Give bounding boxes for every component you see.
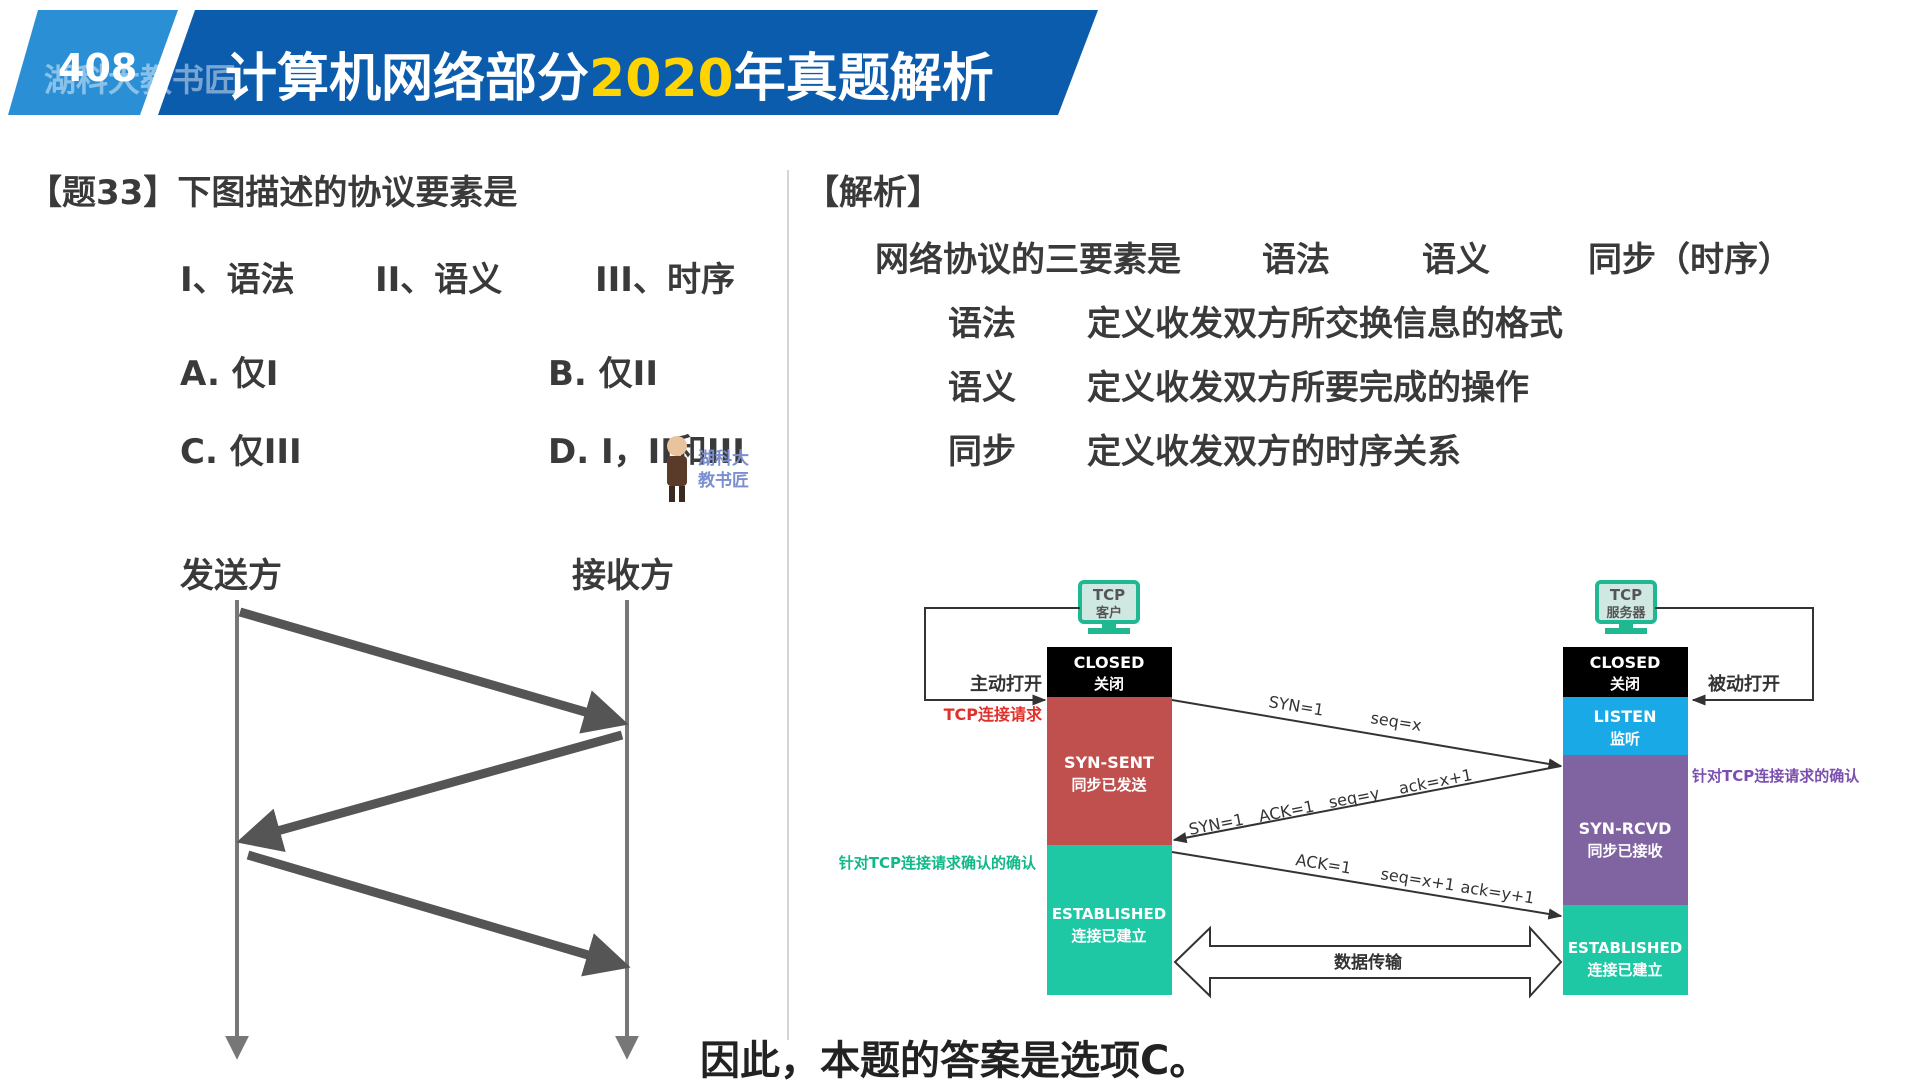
title-part1: 计算机网络部分: [225, 49, 590, 109]
server-established-en: ESTABLISHED: [1568, 939, 1682, 957]
syn-arrow: [1171, 699, 1563, 770]
server-state-established: [1563, 905, 1688, 995]
definition-term-1: 语法: [948, 304, 1016, 344]
client-closed-en: CLOSED: [1074, 653, 1145, 672]
header-watermark: 湖科大教书匠: [44, 61, 237, 99]
analysis-intro: 网络协议的三要素是: [875, 240, 1181, 280]
msg3-seq: seq=x+1: [1379, 864, 1456, 894]
passive-open-label: 被动打开: [1708, 673, 1780, 695]
msg1-syn: SYN=1: [1267, 692, 1325, 719]
question-item-2: II、语义: [375, 260, 503, 300]
client-established-en: ESTABLISHED: [1052, 905, 1166, 923]
server-synrcvd-en: SYN-RCVD: [1579, 819, 1672, 838]
element-semantics: 语义: [1422, 240, 1490, 280]
definition-term-3: 同步: [948, 432, 1016, 472]
mascot-figure: 湖科大 教书匠: [650, 428, 760, 508]
element-timing: 同步（时序）: [1588, 240, 1792, 280]
active-open-loop: [924, 607, 1080, 706]
question-item-3: III、时序: [595, 260, 735, 300]
vertical-divider: [787, 170, 789, 1040]
page-title: 计算机网络部分2020年真题解析: [225, 36, 994, 111]
title-year: 2020: [589, 49, 734, 109]
client-state-closed: [1047, 647, 1172, 697]
client-state-established: [1047, 845, 1172, 995]
option-b: B. 仅II: [548, 354, 658, 394]
active-open-label: 主动打开: [970, 673, 1042, 695]
msg2-ack: ACK=1: [1257, 797, 1316, 826]
server-icon-line2: 服务器: [1606, 605, 1646, 621]
server-state-listen: [1563, 697, 1688, 755]
server-closed-zh: 关闭: [1610, 675, 1640, 693]
client-synsent-en: SYN-SENT: [1064, 753, 1154, 772]
definition-desc-2: 定义收发双方所要完成的操作: [1087, 368, 1529, 408]
sender-label: 发送方: [180, 556, 282, 596]
message-arrow-3: [246, 850, 631, 977]
server-listen-en: LISTEN: [1594, 707, 1657, 726]
msg2-seq: seq=y: [1327, 784, 1381, 812]
syn-ack-arrow: [1172, 765, 1562, 844]
definition-desc-3: 定义收发双方的时序关系: [1087, 432, 1461, 472]
client-icon-line1: TCP: [1093, 586, 1125, 604]
server-icon-line1: TCP: [1610, 586, 1642, 604]
client-computer-icon: TCP 客户: [1078, 580, 1140, 634]
data-transfer-label: 数据传输: [1334, 952, 1403, 973]
receiver-label: 接收方: [572, 556, 674, 596]
question-heading: 【题33】下图描述的协议要素是: [28, 173, 518, 213]
msg3-acknum: ack=y+1: [1459, 877, 1535, 907]
tcp-request-label: TCP连接请求: [944, 705, 1043, 724]
timing-diagram: [225, 600, 639, 1060]
msg1-seq: seq=x: [1369, 708, 1423, 735]
ack-for-ack-label: 针对TCP连接请求确认的确认: [839, 854, 1037, 872]
tcp-handshake-diagram: TCP 客户 TCP 服务器 CLOSED 关闭 SYN-SENT 同步已发送 …: [839, 580, 1860, 999]
client-icon-line2: 客户: [1096, 605, 1122, 621]
client-established-zh: 连接已建立: [1071, 927, 1146, 945]
server-computer-icon: TCP 服务器: [1595, 580, 1657, 634]
message-arrow-1: [238, 607, 629, 734]
definition-desc-1: 定义收发双方所交换信息的格式: [1087, 304, 1563, 344]
passive-open-loop: [1655, 607, 1814, 706]
ack-for-request-label: 针对TCP连接请求的确认: [1692, 767, 1860, 785]
analysis-heading: 【解析】: [805, 173, 941, 213]
data-transfer-arrow: [1173, 925, 1563, 999]
option-d: D. I，II和III: [548, 432, 745, 472]
server-established-zh: 连接已建立: [1587, 961, 1662, 979]
server-closed-en: CLOSED: [1590, 653, 1661, 672]
msg2-acknum: ack=x+1: [1397, 765, 1474, 798]
subtitle-caption: 因此，本题的答案是选项C。: [700, 1038, 1210, 1084]
server-synrcvd-zh: 同步已接收: [1587, 842, 1662, 860]
mascot-text: 湖科大 教书匠: [698, 449, 749, 491]
header-badge: 408: [58, 46, 138, 90]
message-arrow-2: [236, 730, 624, 853]
client-closed-zh: 关闭: [1094, 675, 1124, 693]
client-state-syn-sent: [1047, 697, 1172, 845]
msg2-syn: SYN=1: [1187, 810, 1245, 839]
server-state-closed: [1563, 647, 1688, 697]
server-listen-zh: 监听: [1610, 730, 1640, 748]
header-banner: 湖科大教书匠 408 计算机网络部分2020年真题解析: [0, 0, 1110, 120]
server-state-syn-rcvd: [1563, 755, 1688, 905]
option-c: C. 仅III: [180, 432, 302, 472]
title-part2: 年真题解析: [733, 49, 994, 109]
header-shapes: [8, 10, 1098, 115]
element-syntax: 语法: [1262, 240, 1330, 280]
question-item-1: I、语法: [180, 260, 295, 300]
option-a: A. 仅I: [180, 354, 279, 394]
definition-term-2: 语义: [948, 368, 1016, 408]
ack-arrow: [1171, 851, 1563, 920]
client-synsent-zh: 同步已发送: [1071, 776, 1147, 794]
